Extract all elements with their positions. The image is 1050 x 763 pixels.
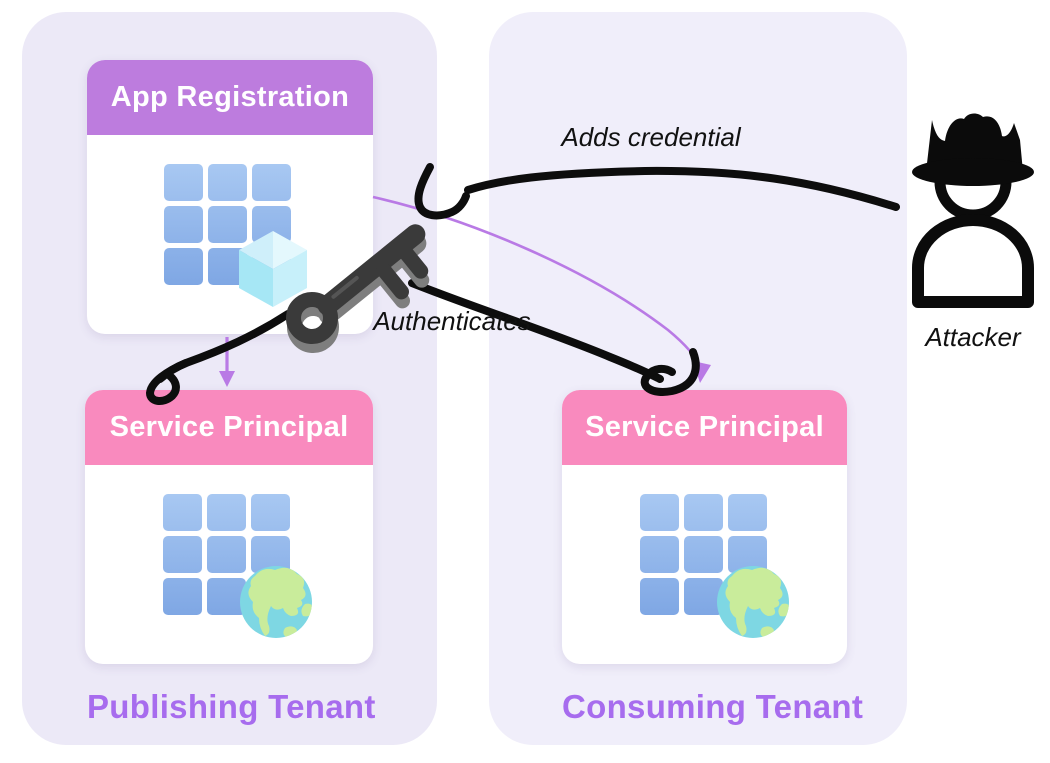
app-registration-card: App Registration <box>87 60 373 334</box>
consuming-tenant-label: Consuming Tenant <box>562 688 864 725</box>
globe-icon <box>717 566 789 638</box>
service-principal-header-publishing: Service Principal <box>85 390 373 465</box>
adds-credential-label: Adds credential <box>561 122 741 152</box>
authenticates-label: Authenticates <box>373 306 531 336</box>
service-principal-header-consuming: Service Principal <box>562 390 847 465</box>
attacker-head <box>912 113 1034 221</box>
service-principal-card-publishing: Service Principal <box>85 390 373 664</box>
attacker-icon <box>912 113 1034 308</box>
cube-icon <box>239 231 307 307</box>
app-registration-header: App Registration <box>87 60 373 135</box>
attacker-label: Attacker <box>925 322 1021 352</box>
globe-icon <box>240 566 312 638</box>
app-grid-icon <box>640 494 767 615</box>
service-principal-card-consuming: Service Principal <box>562 390 847 664</box>
grid-globe-icon <box>163 494 312 638</box>
attacker-body <box>912 214 1034 308</box>
grid-globe-icon <box>640 494 789 638</box>
app-grid-cube-icon <box>164 164 307 307</box>
publishing-tenant-label: Publishing Tenant <box>87 688 376 725</box>
